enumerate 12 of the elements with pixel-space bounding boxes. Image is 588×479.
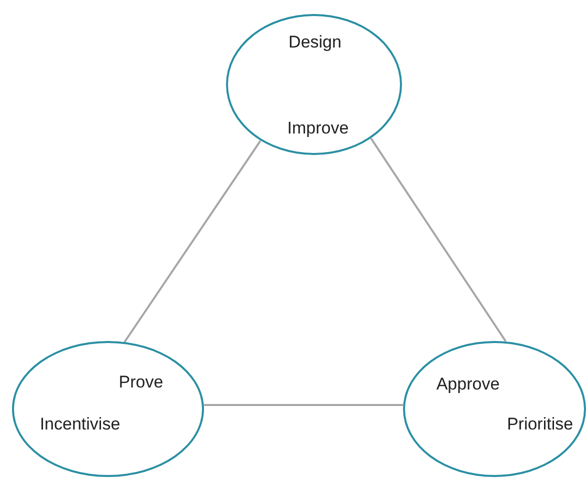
node-label: Design <box>288 34 342 50</box>
connector-line <box>124 140 262 343</box>
ellipse-node <box>226 14 402 155</box>
node-label: Prioritise <box>506 416 574 432</box>
ellipse-node <box>12 341 204 477</box>
node-label: Incentivise <box>40 416 120 432</box>
node-label: Approve <box>436 376 500 392</box>
ellipse-node <box>403 341 586 477</box>
node-label: Prove <box>118 374 164 390</box>
connector-line <box>370 138 507 342</box>
node-label: Improve <box>287 120 349 136</box>
connector-line <box>204 404 404 406</box>
